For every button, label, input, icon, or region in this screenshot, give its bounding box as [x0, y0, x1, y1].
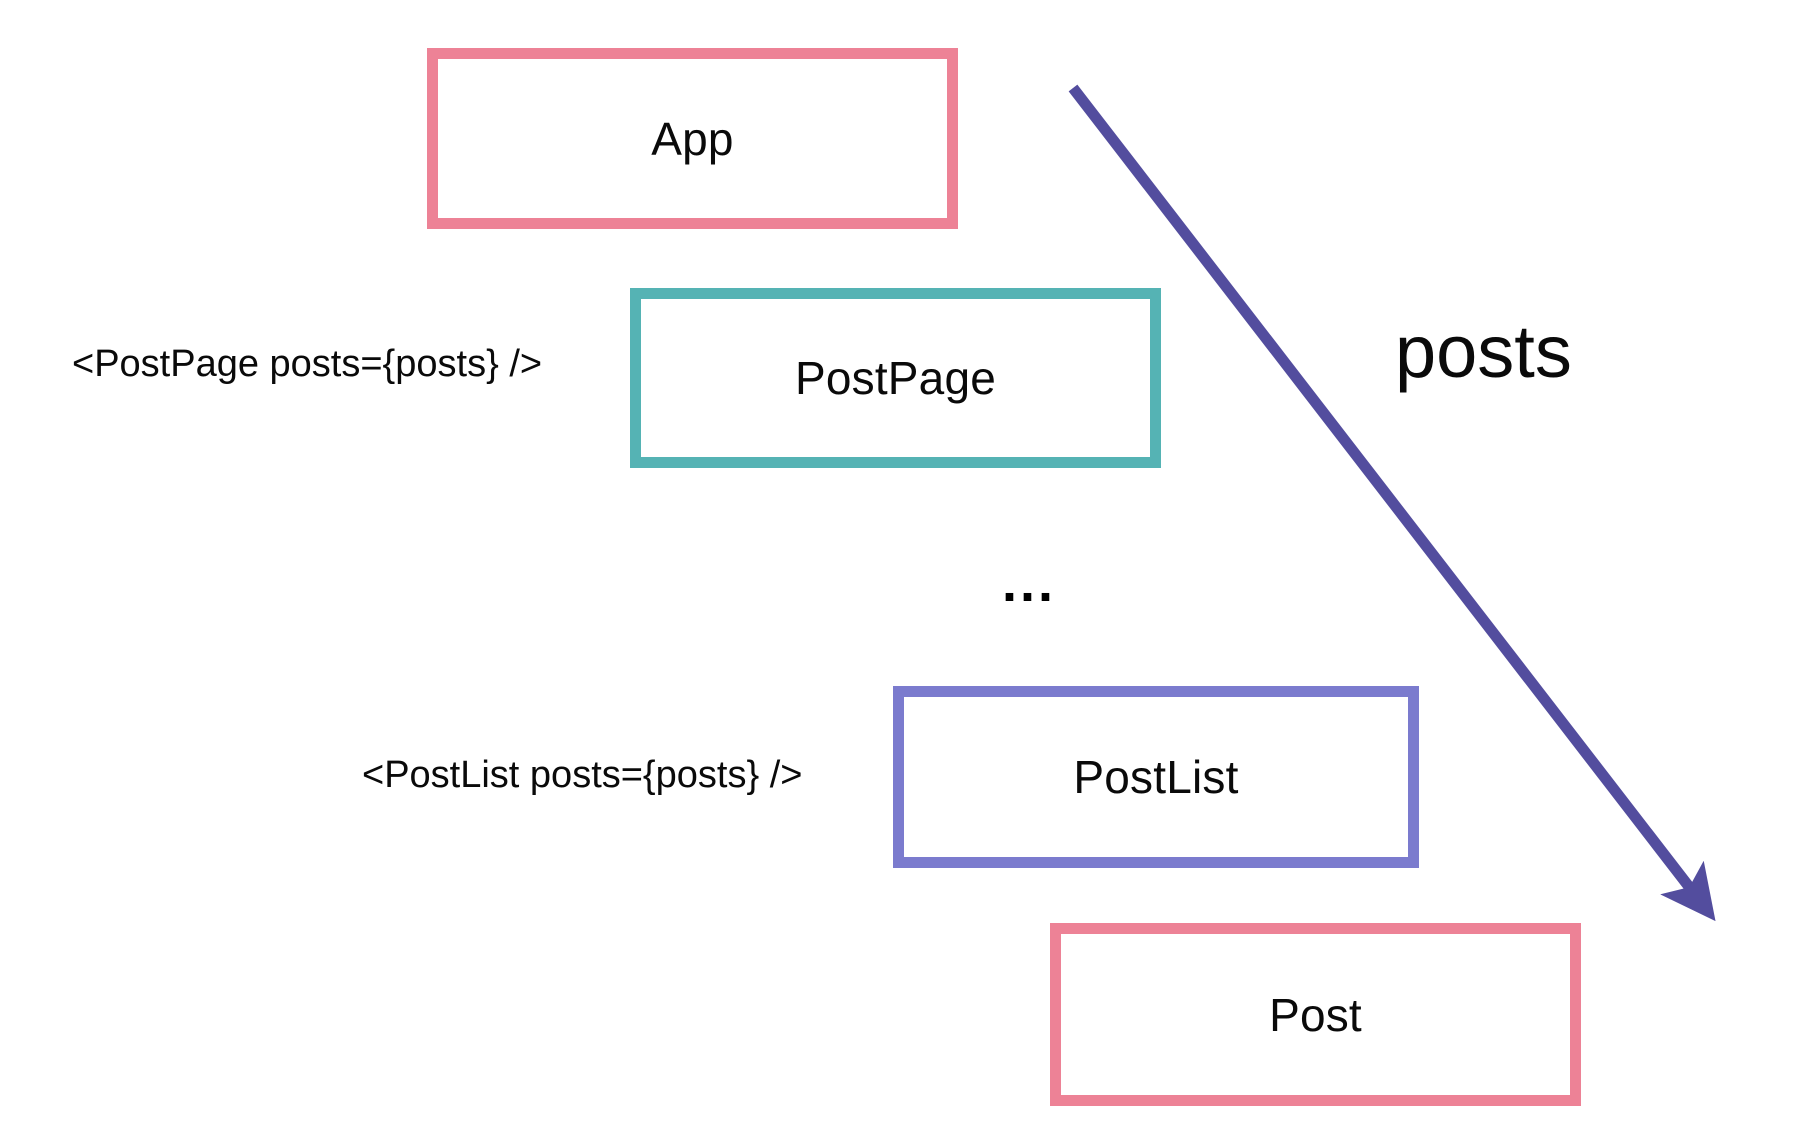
- jsx-usage-postpage: <PostPage posts={posts} />: [72, 343, 543, 385]
- arrow-caption-posts: posts: [1395, 310, 1572, 393]
- jsx-usage-postlist: <PostList posts={posts} />: [362, 754, 803, 796]
- component-label-postpage: PostPage: [794, 352, 997, 404]
- ellipsis-indicator: ...: [1002, 553, 1057, 613]
- component-box-app[interactable]: App: [427, 48, 958, 229]
- component-label-app: App: [651, 112, 734, 165]
- component-box-post[interactable]: Post: [1050, 923, 1581, 1106]
- component-label-postlist: PostList: [1073, 751, 1239, 803]
- component-label-post: Post: [1269, 988, 1362, 1041]
- component-box-postlist[interactable]: PostList: [893, 686, 1419, 868]
- component-box-postpage[interactable]: PostPage: [630, 288, 1161, 468]
